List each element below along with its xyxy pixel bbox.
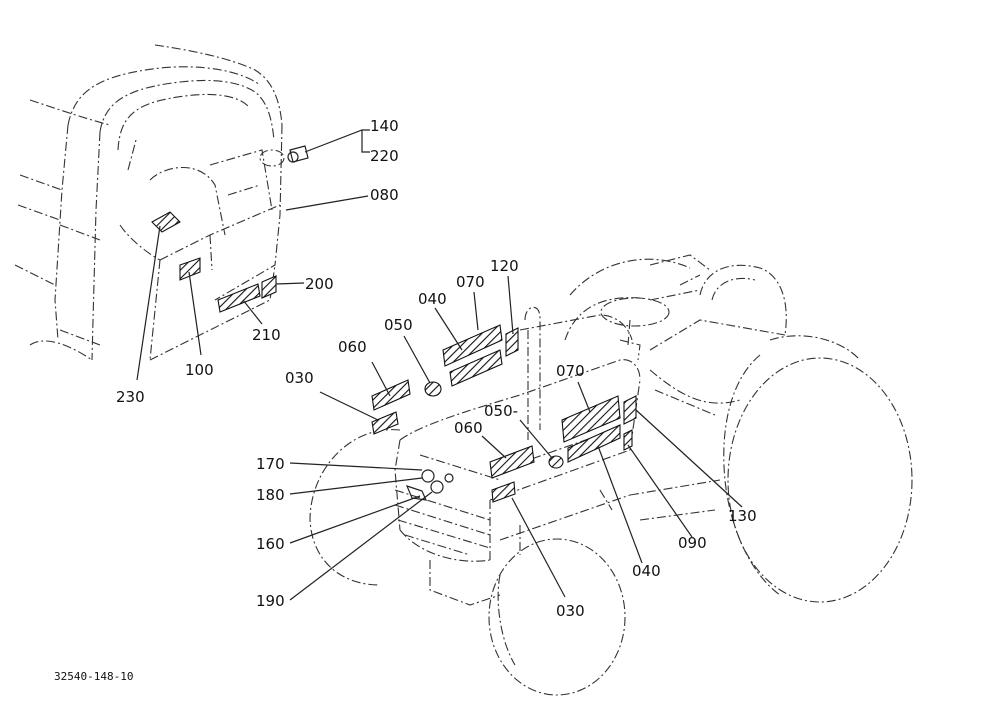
callout-130: 130 <box>728 507 757 525</box>
light-190 <box>430 480 444 494</box>
tractor-decals <box>371 324 637 503</box>
callout-190: 190 <box>256 592 285 610</box>
decal-040-upper <box>442 324 503 367</box>
decal-120 <box>505 327 519 357</box>
decal-060-upper <box>371 379 411 411</box>
decal-070-upper <box>449 349 503 387</box>
callout-060-upper: 060 <box>338 338 367 356</box>
callout-labels: 140 220 080 200 210 100 230 120 070 040 … <box>116 117 757 620</box>
callout-070-upper: 070 <box>456 273 485 291</box>
emblem-160 <box>405 485 427 501</box>
decal-210 <box>217 283 261 313</box>
callout-050-upper: 050 <box>384 316 413 334</box>
dashboard-detail <box>14 44 309 361</box>
callout-050-lower: 050- <box>484 402 518 420</box>
callout-180: 180 <box>256 486 285 504</box>
light-170 <box>444 473 454 483</box>
callout-140: 140 <box>370 117 399 135</box>
decal-070-lower <box>561 395 621 443</box>
callout-030-upper: 030 <box>285 369 314 387</box>
drawing-code: 32540-148-10 <box>54 670 133 683</box>
callout-200: 200 <box>305 275 334 293</box>
decal-060-lower <box>489 445 535 479</box>
callout-220: 220 <box>370 147 399 165</box>
callout-230: 230 <box>116 388 145 406</box>
callout-080: 080 <box>370 186 399 204</box>
decal-030-upper <box>371 411 399 435</box>
callout-210: 210 <box>252 326 281 344</box>
callout-160: 160 <box>256 535 285 553</box>
decal-050-upper <box>424 381 442 397</box>
callout-040-lower: 040 <box>632 562 661 580</box>
decal-200 <box>261 275 277 299</box>
decal-130 <box>623 395 637 425</box>
callout-090: 090 <box>678 534 707 552</box>
leader-lines <box>136 129 743 601</box>
decal-230 <box>151 211 181 233</box>
decal-100 <box>179 257 201 281</box>
decal-030-lower <box>491 481 516 503</box>
callout-170: 170 <box>256 455 285 473</box>
callout-030-lower: 030 <box>556 602 585 620</box>
decal-050-lower <box>548 455 564 469</box>
decal-040-lower <box>567 424 621 463</box>
light-180 <box>421 469 435 483</box>
tractor-outline <box>309 254 913 696</box>
decal-090 <box>623 429 633 451</box>
callout-060-lower: 060 <box>454 419 483 437</box>
callout-040-upper: 040 <box>418 290 447 308</box>
callout-070-lower: 070 <box>556 362 585 380</box>
callout-120: 120 <box>490 257 519 275</box>
callout-100: 100 <box>185 361 214 379</box>
